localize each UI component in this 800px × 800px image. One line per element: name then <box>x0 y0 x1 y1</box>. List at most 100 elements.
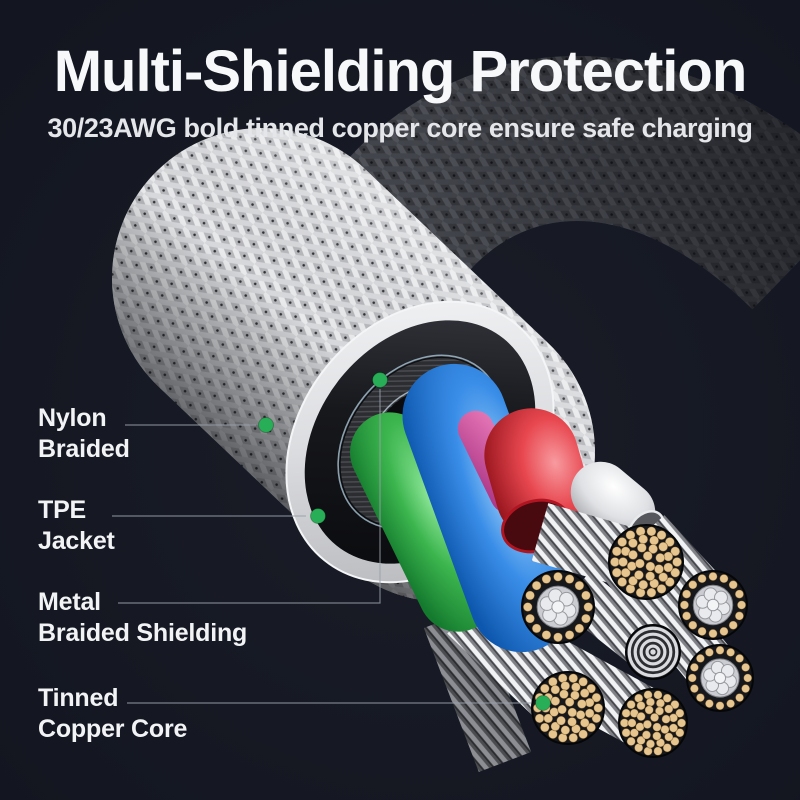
silver-strand <box>720 664 735 678</box>
wire-end-face <box>608 524 684 600</box>
copper-strand <box>741 662 751 672</box>
copper-strand <box>655 552 666 563</box>
copper-strand-ends <box>521 524 754 758</box>
copper-strand <box>736 600 747 610</box>
copper-strand <box>676 718 687 728</box>
copper-strand <box>728 580 738 590</box>
copper-strand <box>734 611 745 621</box>
copper-strand <box>627 575 639 586</box>
copper-strand <box>658 572 669 583</box>
copper-strand <box>567 707 578 718</box>
copper-strand <box>543 713 554 724</box>
insulated-cores <box>350 363 665 653</box>
callout-label-line: TPE <box>38 496 87 524</box>
callout-label-line: Tinned <box>38 684 119 712</box>
callout-nylon-braided: Nylon Braided <box>38 403 130 465</box>
copper-strand <box>564 697 575 708</box>
wire-end-face <box>625 624 681 680</box>
copper-strand <box>719 573 729 584</box>
silver-strand <box>714 590 728 605</box>
copper-strand <box>679 600 690 610</box>
copper-strand <box>574 623 585 634</box>
copper-strand <box>644 705 654 715</box>
copper-strand <box>540 703 551 713</box>
copper-strand <box>578 676 589 687</box>
copper-strand <box>656 583 667 594</box>
copper-strand <box>568 732 579 743</box>
copper-strand <box>579 717 590 728</box>
copper-strand <box>654 706 665 716</box>
copper-strand <box>636 735 646 746</box>
copper-strand <box>668 723 679 733</box>
copper-strand <box>539 722 550 733</box>
copper-strand <box>645 697 656 707</box>
copper-strand <box>560 725 571 736</box>
page-title: Multi-Shielding Protection <box>53 39 748 104</box>
copper-strand <box>652 722 662 732</box>
copper-strand <box>719 626 729 637</box>
copper-strand <box>550 696 561 706</box>
copper-strand <box>618 557 629 568</box>
copper-strand <box>570 682 581 693</box>
copper-strand <box>557 704 567 715</box>
copper-strand <box>646 587 657 598</box>
copper-strand <box>645 739 656 749</box>
wire-end-face <box>521 570 595 644</box>
copper-strand <box>617 576 628 588</box>
copper-strand <box>642 719 653 730</box>
copper-strand <box>611 567 622 578</box>
spiral-wrap <box>633 632 673 672</box>
copper-strand <box>664 732 674 742</box>
copper-strand <box>704 647 714 657</box>
copper-strand <box>568 673 579 684</box>
copper-strand <box>591 692 602 703</box>
copper-strand <box>670 699 680 710</box>
copper-strand <box>735 693 745 703</box>
spiral-wrap <box>627 626 679 678</box>
copper-strand <box>741 684 751 694</box>
copper-strand <box>586 683 597 694</box>
copper-strand <box>655 698 666 708</box>
copper-strand <box>670 736 680 747</box>
copper-strand <box>539 683 550 694</box>
wire-end-face <box>618 688 688 758</box>
callout-label-line: Jacket <box>38 527 115 555</box>
copper-strand <box>626 736 636 747</box>
copper-strand <box>559 689 569 700</box>
copper-strand <box>681 611 692 621</box>
page-subtitle: 30/23AWG bold tinned copper core ensure … <box>47 113 753 143</box>
copper-strand <box>579 688 590 699</box>
copper-strand <box>525 590 535 601</box>
spiral-wrap <box>645 644 661 660</box>
copper-strand <box>726 647 736 657</box>
callout-tinned-copper-core: Tinned Copper Core <box>38 683 187 745</box>
copper-strand <box>664 704 674 714</box>
copper-strand <box>660 724 670 735</box>
copper-strand <box>636 542 647 553</box>
copper-strand <box>688 620 698 630</box>
copper-strand <box>553 571 563 582</box>
copper-strand <box>541 574 552 584</box>
copper-strand <box>689 684 699 694</box>
copper-strand <box>636 711 646 722</box>
copper-strand <box>584 708 595 719</box>
copper-strand <box>715 701 725 711</box>
callout-tpe-jacket: TPE Jacket <box>38 495 115 557</box>
copper-strand <box>726 699 736 709</box>
copper-strand <box>525 613 535 624</box>
copper-strand <box>672 556 683 568</box>
copper-strand <box>704 699 714 709</box>
copper-strand <box>675 728 685 738</box>
callout-label-line: Copper Core <box>38 715 188 743</box>
copper-strand <box>560 680 571 691</box>
spiral-wrap <box>639 638 667 666</box>
copper-strand <box>735 653 745 663</box>
copper-strand <box>664 576 675 588</box>
copper-strand <box>576 699 587 709</box>
copper-strand <box>649 578 660 589</box>
copper-strand <box>534 692 545 703</box>
copper-strand <box>578 729 589 740</box>
copper-strand <box>627 549 639 560</box>
copper-strand <box>681 589 692 599</box>
copper-strand <box>634 558 645 569</box>
